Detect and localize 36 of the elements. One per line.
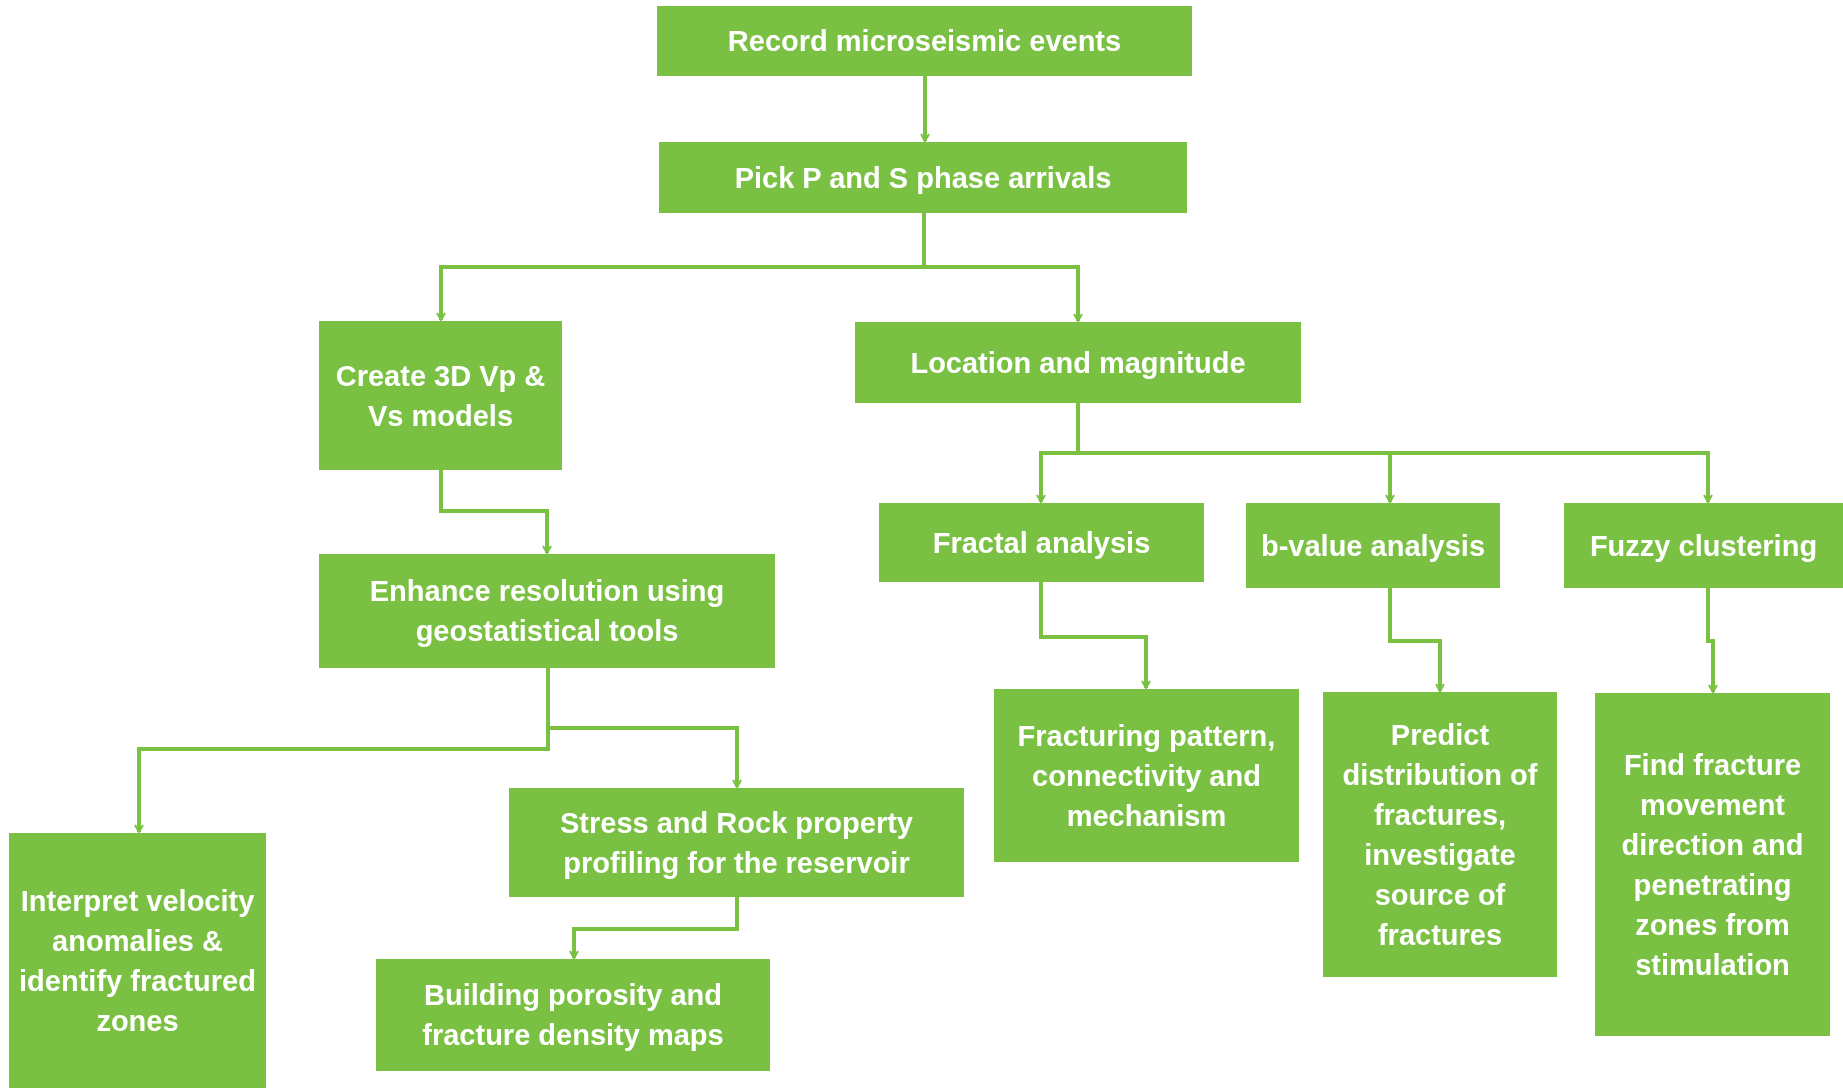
box-text: Fuzzy clustering (1589, 528, 1818, 564)
process-box (1246, 503, 1500, 588)
box-text: Pick P and S phase arrivals (734, 160, 1112, 196)
arrow (1388, 588, 1445, 692)
box-text: Fractal analysis (932, 525, 1151, 561)
box-text: Stress and Rock property profiling for the reservoir (559, 805, 914, 881)
arrow (920, 76, 930, 142)
box-text: Record microseismic events (727, 24, 1122, 59)
arrow (1706, 588, 1718, 693)
process-box (319, 321, 562, 470)
process-box (879, 503, 1204, 582)
process-box (855, 322, 1301, 403)
arrow (439, 470, 552, 554)
box-text: Interpret velocity anomalies & identify fractured zones (18, 883, 257, 1039)
arrow (922, 213, 1083, 322)
box-text: Location and magnitude (910, 345, 1246, 381)
box-text: Enhance resolution using geostatistical tools (368, 574, 726, 649)
box-text: Fracturing pattern, connectivity and mechanism (1016, 718, 1277, 834)
box-text: Find fracture movement direction and penetrating zones from stimulation (1620, 747, 1805, 983)
process-box (1323, 692, 1557, 977)
arrow (546, 668, 742, 788)
process-box (657, 6, 1192, 76)
process-box (376, 959, 770, 1071)
process-box (1595, 693, 1830, 1036)
box-text: b-value analysis (1260, 528, 1486, 564)
arrow (569, 897, 739, 959)
box-text: Create 3D Vp & Vs models (334, 358, 547, 434)
arrow (1039, 582, 1151, 689)
process-box (509, 788, 964, 897)
process-box (659, 142, 1187, 213)
process-box (319, 554, 775, 668)
process-box (1564, 503, 1843, 588)
box-text: Predict distribution of fractures, investigate source of fractures (1341, 717, 1539, 953)
box-text: Building porosity and fracture density maps (421, 978, 725, 1053)
process-box (9, 833, 266, 1088)
process-box (994, 689, 1299, 862)
